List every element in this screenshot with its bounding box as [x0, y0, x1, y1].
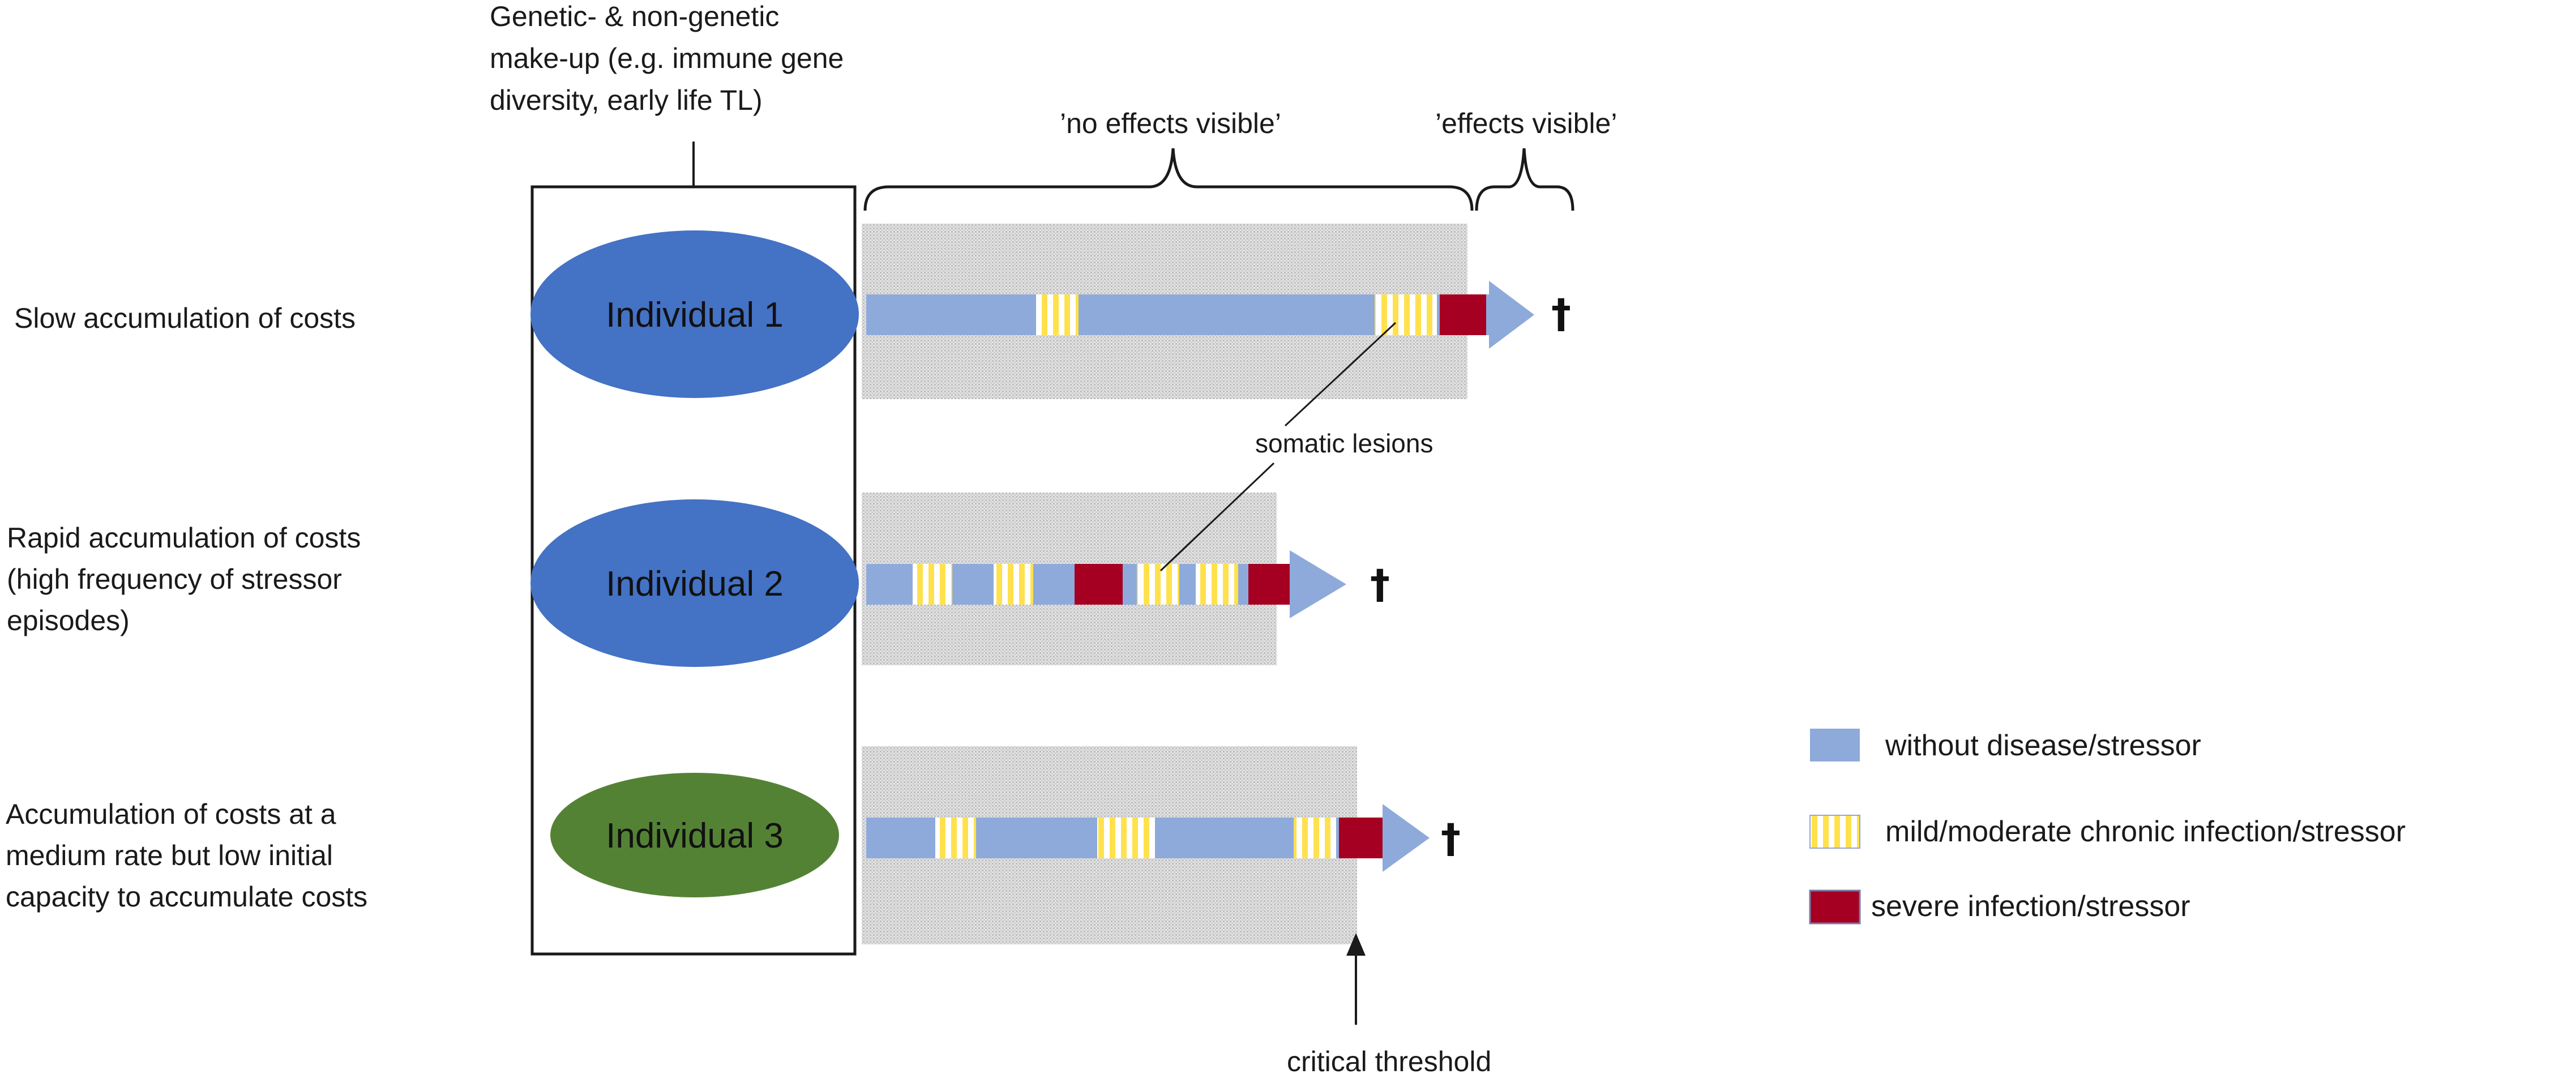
- bar-segment: [1440, 294, 1486, 335]
- bar-segment: [1137, 564, 1179, 605]
- ellipse-individual-1: [530, 230, 859, 398]
- no-effects-label: ’no effects visible’: [1060, 108, 1281, 139]
- legend-label-none: without disease/stressor: [1885, 729, 2201, 762]
- bar-arrowhead: [1489, 281, 1534, 349]
- bar-segment: [1075, 564, 1123, 605]
- legend-swatch-none: [1810, 729, 1860, 761]
- legend-swatch-severe: [1809, 889, 1861, 925]
- row-3-description-line-2: medium rate but low initial: [6, 840, 333, 871]
- makeup-label-line-2: make-up (e.g. immune gene: [490, 42, 844, 74]
- legend-label-severe: severe infection/stressor: [1871, 890, 2190, 923]
- row-3-description-line-3: capacity to accumulate costs: [6, 881, 368, 913]
- ellipse-individual-2: [530, 499, 859, 667]
- row-2-description-line-2: (high frequency of stressor: [7, 563, 342, 595]
- somatic-lesions-pointer-1: [1284, 322, 1397, 427]
- individual-label: Individual 2: [606, 564, 784, 604]
- somatic-lesions-label: somatic lesions: [1255, 429, 1434, 458]
- bar-segment: [935, 818, 976, 858]
- row-1-description: Slow accumulation of costs: [14, 302, 356, 334]
- makeup-label-line-1: Genetic- & non-genetic: [490, 1, 780, 32]
- individual-label: Individual 1: [606, 296, 784, 335]
- bar-segment: [913, 564, 952, 605]
- individual-label: Individual 3: [606, 816, 784, 855]
- death-symbol: †: [1441, 815, 1461, 862]
- bar-segment: [1036, 294, 1079, 335]
- legend-label-mild: mild/moderate chronic infection/stressor: [1885, 815, 2406, 848]
- row-2-description-line-1: Rapid accumulation of costs: [7, 522, 361, 554]
- row-3-description-line-1: Accumulation of costs at a: [6, 798, 336, 830]
- bar-segment: [1339, 818, 1383, 858]
- no-effects-bracket: [863, 148, 1474, 211]
- ellipse-individual-3: [550, 773, 839, 897]
- somatic-lesions-pointer-2: [1159, 462, 1275, 572]
- bar-segment: [1375, 294, 1437, 335]
- timeline-individual-1: [866, 281, 1534, 349]
- makeup-label-line-3: diversity, early life TL): [490, 84, 763, 116]
- effects-bracket: [1475, 148, 1574, 211]
- effects-label: ’effects visible’: [1435, 108, 1618, 139]
- critical-threshold-arrowhead: [1346, 933, 1366, 956]
- bar-arrowhead: [1383, 804, 1430, 872]
- bar-arrowhead: [1290, 550, 1346, 618]
- bar-segment: [994, 564, 1033, 605]
- critical-threshold-label: critical threshold: [1287, 1046, 1492, 1077]
- bar-segment: [1097, 818, 1155, 858]
- death-symbol: †: [1551, 290, 1571, 337]
- bar-segment: [1294, 818, 1336, 858]
- bar-segment: [1248, 564, 1290, 605]
- timeline-individual-3: [866, 804, 1430, 872]
- legend-swatch-mild: [1809, 815, 1860, 849]
- bar-segment: [1196, 564, 1238, 605]
- timeline-individual-2: [866, 550, 1346, 618]
- death-symbol: †: [1370, 561, 1390, 607]
- row-2-description-line-3: episodes): [7, 605, 130, 636]
